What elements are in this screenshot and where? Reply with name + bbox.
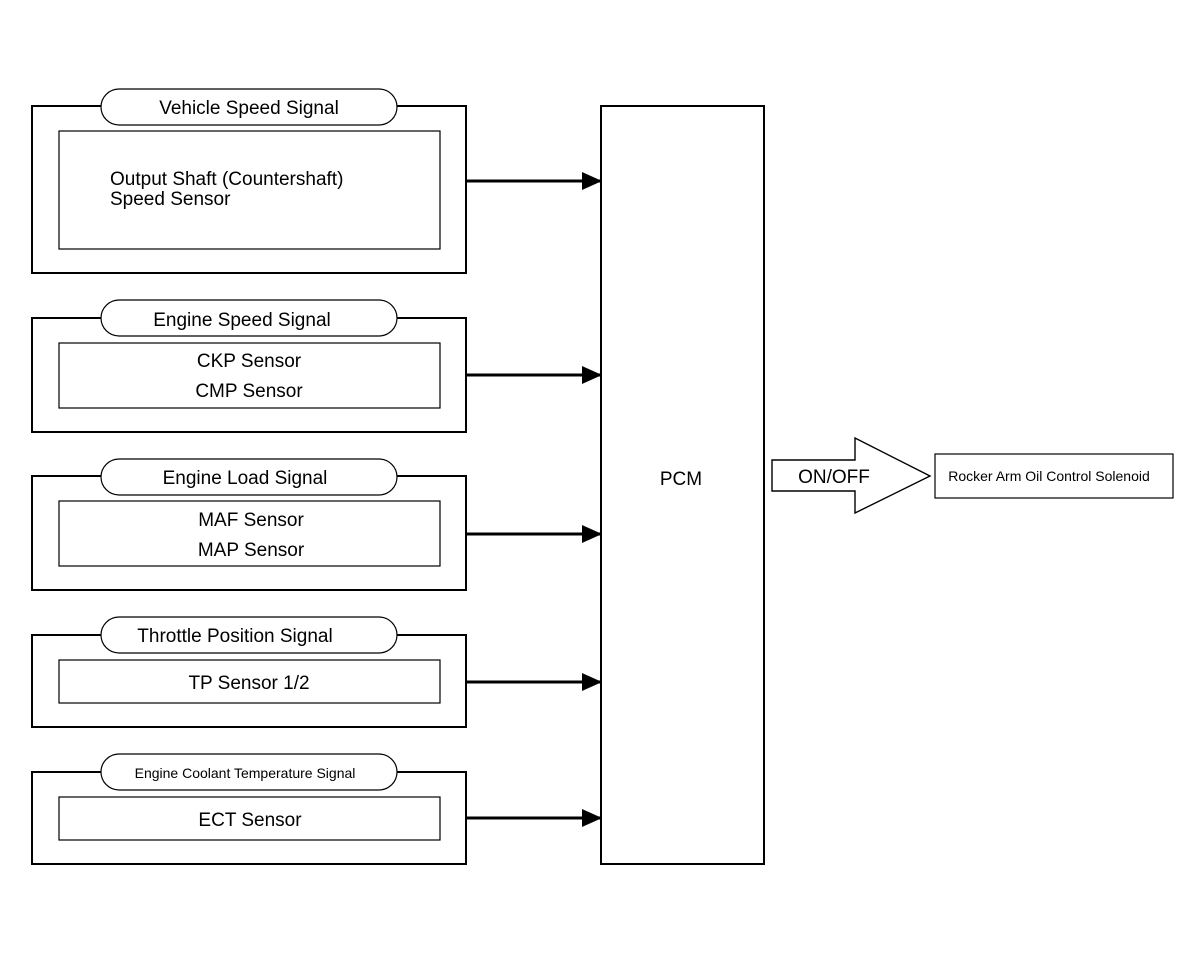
- sensor-label: MAF Sensor: [198, 510, 304, 531]
- signal-group-engine-coolant-temperature: Engine Coolant Temperature Signal ECT Se…: [31, 753, 602, 865]
- sensor-label: MAP Sensor: [198, 540, 305, 561]
- signal-label: Throttle Position Signal: [137, 626, 332, 647]
- pcm-label: PCM: [660, 469, 702, 490]
- signal-label-pill: [100, 88, 398, 126]
- sensor-label: Output Shaft (Countershaft): [110, 169, 343, 190]
- pcm-box: [600, 105, 765, 865]
- signal-label: Engine Speed Signal: [153, 310, 330, 331]
- signal-group-throttle-position: Throttle Position Signal TP Sensor 1/2: [31, 616, 602, 728]
- signal-label: Vehicle Speed Signal: [159, 98, 339, 119]
- actuator-block: Rocker Arm Oil Control Solenoid: [934, 453, 1174, 499]
- sensor-box: [58, 659, 441, 704]
- output-signal: ON/OFF: [771, 436, 932, 515]
- sensor-label: Speed Sensor: [110, 189, 231, 210]
- signal-group-engine-load: Engine Load Signal MAF Sensor MAP Sensor: [31, 458, 602, 591]
- signal-label-pill: [100, 753, 398, 791]
- sensor-box: [58, 342, 441, 409]
- sensor-label: ECT Sensor: [198, 810, 302, 831]
- signal-label: Engine Load Signal: [163, 468, 328, 489]
- signal-group-engine-speed: Engine Speed Signal CKP Sensor CMP Senso…: [31, 299, 602, 433]
- signal-label-pill: [100, 299, 398, 337]
- actuator-box: [934, 453, 1174, 499]
- sensor-box: [58, 796, 441, 841]
- signal-group-vehicle-speed: Vehicle Speed Signal Output Shaft (Count…: [31, 88, 602, 274]
- actuator-label: Rocker Arm Oil Control Solenoid: [948, 468, 1150, 484]
- pcm-block: PCM: [600, 105, 765, 865]
- output-arrow: [771, 436, 932, 515]
- sensor-label: CMP Sensor: [195, 381, 303, 402]
- signal-label-pill: [100, 616, 398, 654]
- signal-label: Engine Coolant Temperature Signal: [135, 765, 356, 781]
- sensor-label: CKP Sensor: [197, 351, 302, 372]
- sensor-label: TP Sensor 1/2: [188, 673, 309, 694]
- sensor-box: [58, 500, 441, 567]
- sensor-box: [58, 130, 441, 250]
- output-signal-label: ON/OFF: [798, 467, 870, 488]
- signal-label-pill: [100, 458, 398, 496]
